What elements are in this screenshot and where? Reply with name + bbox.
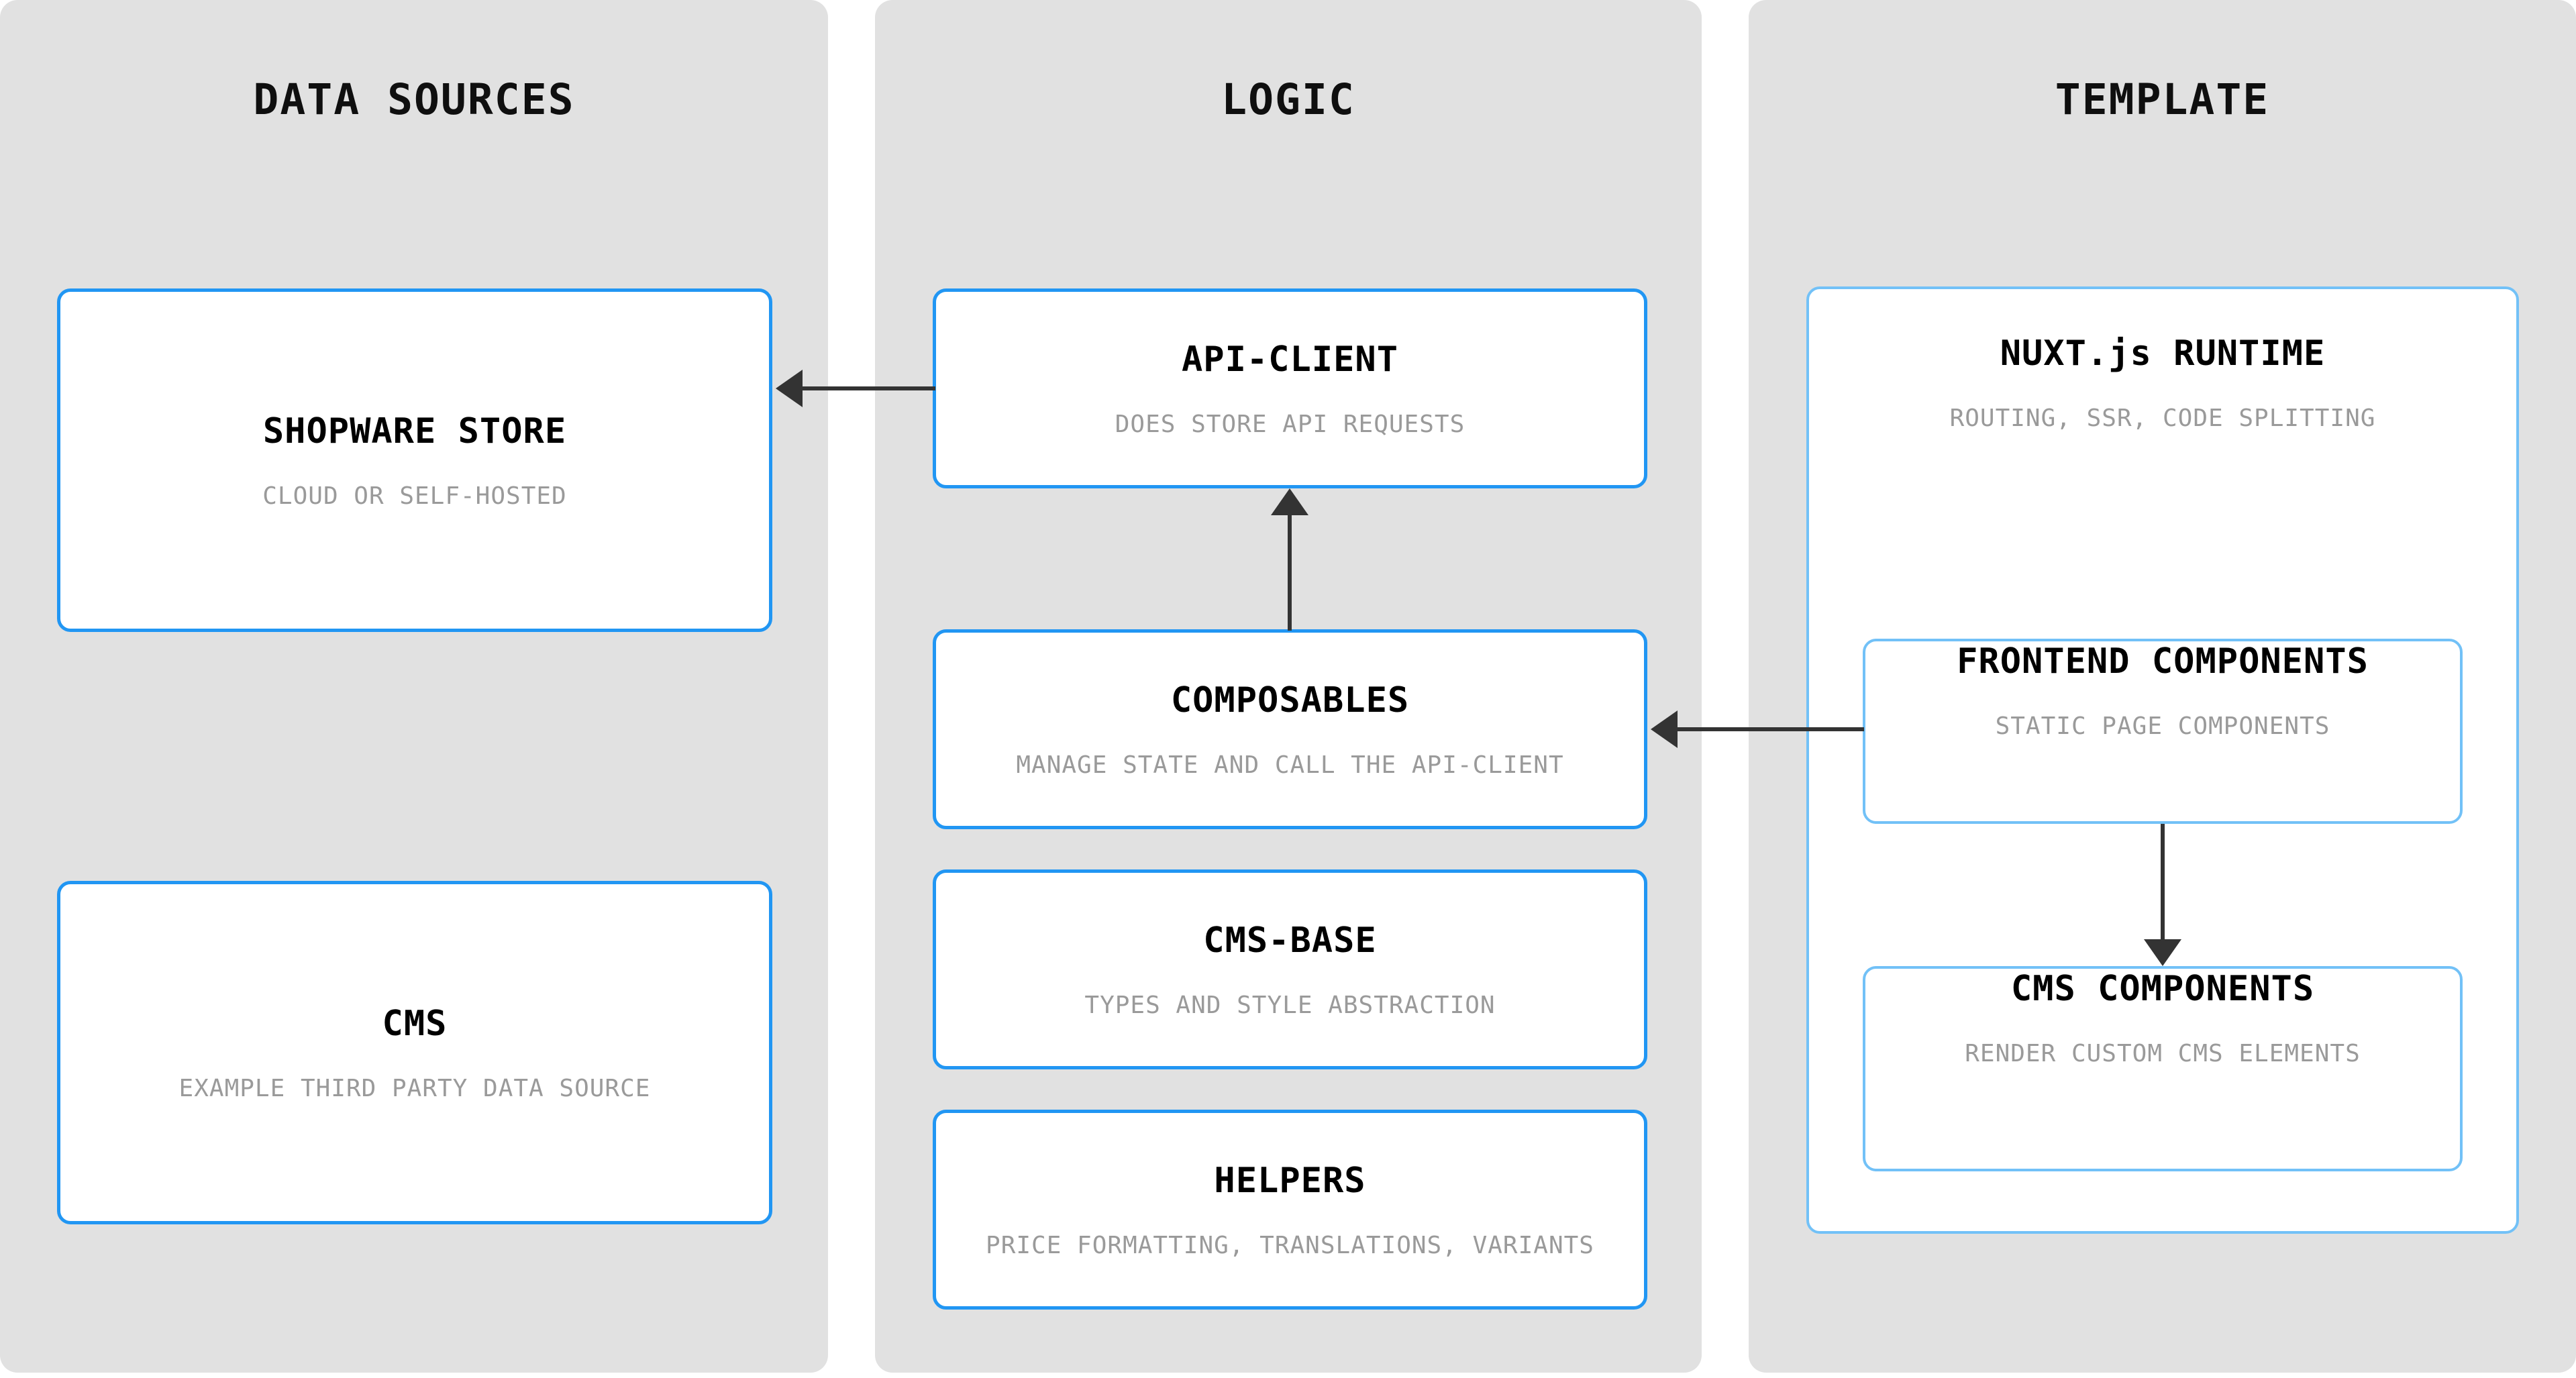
node-cms-components[interactable]: CMS COMPONENTS RENDER CUSTOM CMS ELEMENT… [1863,966,2463,1171]
node-subtitle-cms-components: RENDER CUSTOM CMS ELEMENTS [1965,1040,2361,1067]
node-subtitle-helpers: PRICE FORMATTING, TRANSLATIONS, VARIANTS [986,1231,1594,1259]
lane-title-logic: LOGIC [1221,75,1355,124]
node-title-composables: COMPOSABLES [1170,680,1410,721]
node-helpers[interactable]: HELPERS PRICE FORMATTING, TRANSLATIONS, … [933,1110,1647,1310]
node-subtitle-cms: EXAMPLE THIRD PARTY DATA SOURCE [178,1074,651,1102]
node-subtitle-frontend-components: STATIC PAGE COMPONENTS [1995,712,2330,740]
node-subtitle-composables: MANAGE STATE AND CALL THE API-CLIENT [1016,751,1564,779]
node-cms[interactable]: CMS EXAMPLE THIRD PARTY DATA SOURCE [57,881,772,1224]
arrow-left-icon [776,370,803,407]
arrow-up-icon [1271,488,1308,515]
connector-line [1678,727,1864,731]
lane-data-sources: DATA SOURCES SHOPWARE STORE CLOUD OR SEL… [0,0,828,1373]
node-subtitle-shopware-store: CLOUD OR SELF-HOSTED [262,482,567,510]
connector-line [1288,515,1292,631]
node-title-nuxt-runtime: NUXT.js RUNTIME [2000,333,2326,374]
connector-line [2161,824,2165,939]
node-subtitle-nuxt-runtime: ROUTING, SSR, CODE SPLITTING [1949,405,2376,432]
lane-title-template: TEMPLATE [2055,75,2270,124]
node-title-shopware-store: SHOPWARE STORE [262,411,567,452]
node-subtitle-cms-base: TYPES AND STYLE ABSTRACTION [1084,991,1496,1019]
node-title-cms-base: CMS-BASE [1203,920,1377,961]
node-title-frontend-components: FRONTEND COMPONENTS [1957,641,2369,682]
node-composables[interactable]: COMPOSABLES MANAGE STATE AND CALL THE AP… [933,629,1647,829]
node-title-api-client: API-CLIENT [1181,339,1399,380]
node-shopware-store[interactable]: SHOPWARE STORE CLOUD OR SELF-HOSTED [57,288,772,632]
node-title-cms: CMS [382,1003,448,1044]
node-subtitle-api-client: DOES STORE API REQUESTS [1115,410,1465,438]
node-title-cms-components: CMS COMPONENTS [2010,969,2315,1009]
node-frontend-components[interactable]: FRONTEND COMPONENTS STATIC PAGE COMPONEN… [1863,639,2463,824]
arrow-down-icon [2144,939,2181,966]
arrow-left-icon [1651,710,1678,748]
lane-title-data-sources: DATA SOURCES [253,75,575,124]
node-title-helpers: HELPERS [1214,1160,1366,1201]
node-cms-base[interactable]: CMS-BASE TYPES AND STYLE ABSTRACTION [933,869,1647,1069]
node-api-client[interactable]: API-CLIENT DOES STORE API REQUESTS [933,288,1647,488]
connector-line [803,386,935,390]
node-header-nuxt-runtime: NUXT.js RUNTIME ROUTING, SSR, CODE SPLIT… [1950,333,2376,432]
